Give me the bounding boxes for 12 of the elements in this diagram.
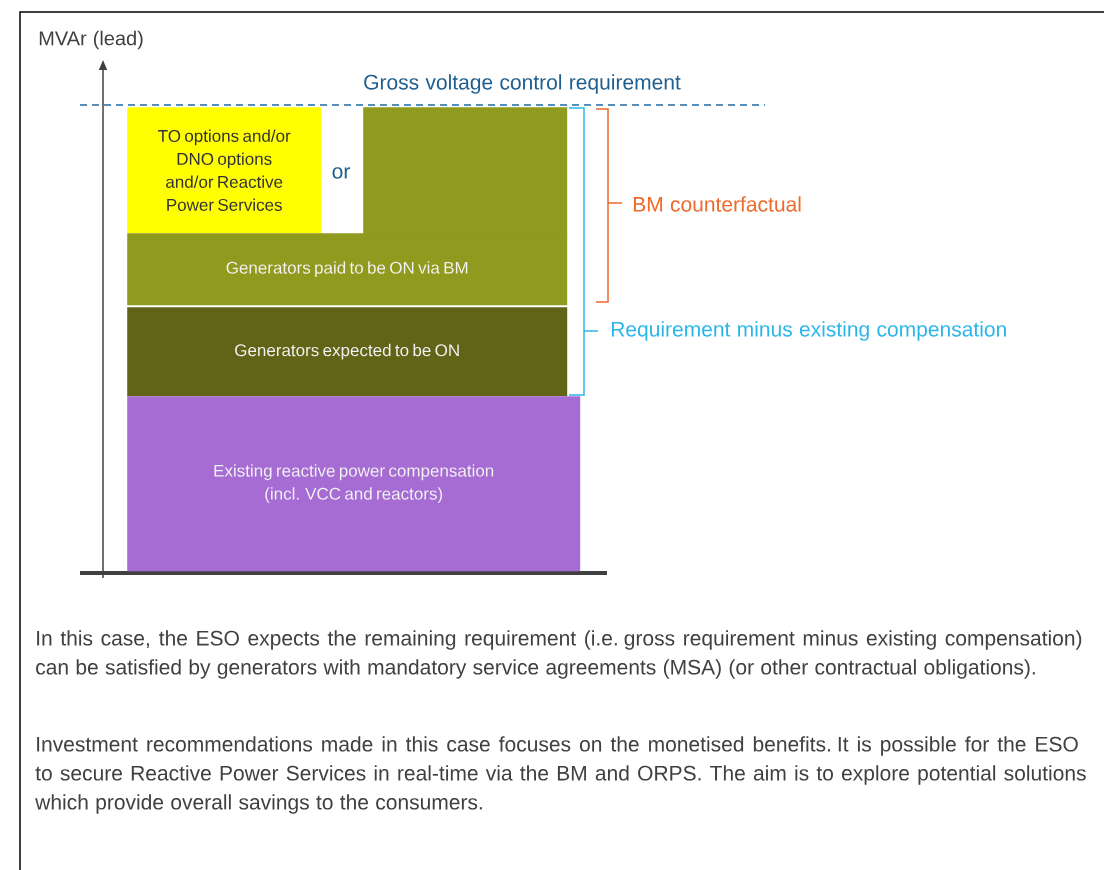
requirement-label: Gross voltage control requirement [364,74,681,94]
paragraph: In this case, the ESO expects the remaining requirement (i.e. gross requirement minus existing compensation) can be satisfied by generators with mandatory service agreements (MSA) (or other contractual obligations). [36,630,1082,679]
bar-block [363,107,568,235]
bracket-label: Requirement minus existing compensation [611,321,1006,341]
bar-segment: Existing reactive power compensation (incl. VCC and reactors) [127,396,581,572]
bar-segment: Generators expected to be ON [127,307,568,397]
paragraph: Investment recommendations made in this case focuses on the monetised benefits. It is possible for the ESO to secure Reactive Power Services in real-time via the BM and ORPS. The aim is to explore potential solutions which provide overall savings to the consumers. [35,736,1086,814]
option-box: TO options and/or DNO options and/or Reactive Power Services [127,107,322,234]
bracket-label: BM counterfactual [633,196,801,212]
or-label: or [332,167,350,179]
axis-label: MVAr (lead) [39,30,143,50]
bar-segment: Generators paid to be ON via BM [127,233,568,306]
